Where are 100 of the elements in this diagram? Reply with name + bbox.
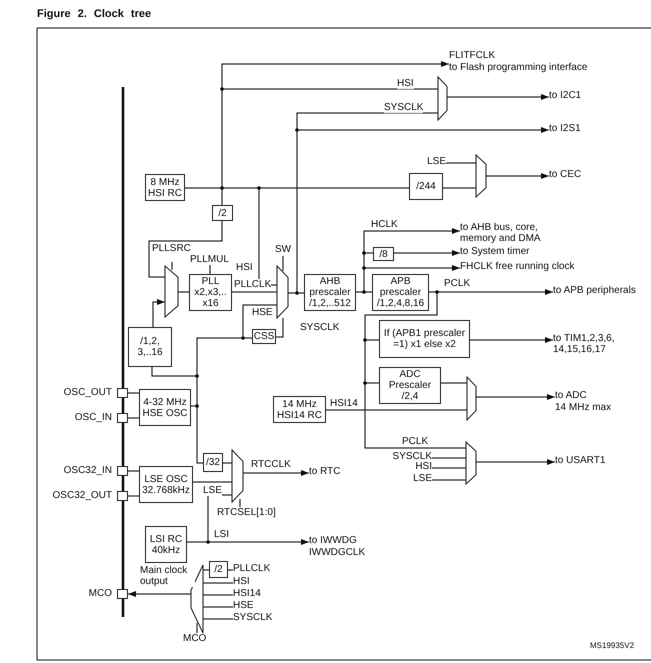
connector xyxy=(202,582,234,584)
signal-label: SYSCLK xyxy=(386,451,432,462)
box-label: PLL x2,x3,.. x16 xyxy=(193,276,228,309)
mux-symbol xyxy=(191,565,203,633)
signal-label: HSI xyxy=(236,262,253,273)
destination-label: to I2S1 xyxy=(549,123,609,134)
pin-square xyxy=(117,466,128,476)
connector xyxy=(202,606,234,608)
connector xyxy=(486,173,550,179)
pin-label: OSC32_IN xyxy=(62,465,112,476)
destination-label: to CEC xyxy=(549,169,609,180)
mux-symbol xyxy=(165,266,178,317)
signal-label: PLLCLK xyxy=(233,563,278,574)
destination-label: to ADC xyxy=(555,390,587,401)
control-label: PLLSRC xyxy=(152,243,192,254)
box-label: LSI RC 40kHz xyxy=(148,534,184,556)
pin-label: OSC32_OUT xyxy=(52,490,112,501)
signal-label: HSI xyxy=(397,78,414,89)
control-label: PLLMUL xyxy=(190,254,230,265)
connector xyxy=(184,188,278,286)
destination-label: FLITFCLK xyxy=(449,50,496,61)
box-label: CSS xyxy=(254,331,274,342)
multiplier-box xyxy=(379,320,470,358)
box-label: LSE OSC 32.768kHz xyxy=(141,474,191,496)
connector xyxy=(276,318,284,338)
connector xyxy=(152,366,198,406)
signal-label: HCLK xyxy=(371,219,398,230)
pin-label: OSC_OUT xyxy=(62,387,112,398)
pin-square xyxy=(117,589,128,599)
destination-label: to System timer xyxy=(460,246,610,257)
signal-label: LSE xyxy=(418,156,446,167)
connector xyxy=(222,462,232,464)
connector xyxy=(128,591,192,597)
mux-symbol xyxy=(438,77,447,120)
control-label: RTCSEL[1:0] xyxy=(217,507,277,518)
box-label: If (APB1 prescaler =1) x1 else x2 xyxy=(382,328,466,350)
box-label: 8 MHz HSI RC xyxy=(147,176,183,198)
box-label: /8 xyxy=(379,248,388,260)
signal-label: RTCCLK xyxy=(251,459,291,470)
signal-label: HSI xyxy=(233,576,263,587)
connector xyxy=(476,394,556,400)
signal-label: HSE xyxy=(252,307,273,318)
connector xyxy=(128,392,140,394)
destination-label: to IWWDG xyxy=(309,535,357,546)
mux-symbol xyxy=(277,266,288,318)
signal-label: SYSCLK xyxy=(233,612,278,623)
connector xyxy=(128,470,140,472)
connector xyxy=(394,250,460,256)
mux-symbol xyxy=(467,377,476,420)
figure-code: MS19935V2 xyxy=(590,640,634,651)
box-label: /2 xyxy=(218,208,227,218)
signal-label: LSE xyxy=(400,473,432,484)
destination-label: to RTC xyxy=(309,466,359,477)
connector xyxy=(148,220,222,278)
control-label: SW xyxy=(275,244,292,255)
connector xyxy=(476,459,556,465)
connector xyxy=(440,382,468,384)
signal-label: HSI xyxy=(400,461,432,472)
box-label: /32 xyxy=(206,457,220,468)
destination-label: FHCLK free running clock xyxy=(460,261,635,272)
signal-label: PLLCLK xyxy=(234,279,272,290)
connector xyxy=(446,94,550,100)
signal-label: HSE xyxy=(233,600,263,611)
box-label: ADC Prescaler /2,4 xyxy=(388,369,432,402)
box-label: /2 xyxy=(214,564,223,575)
connector xyxy=(202,594,234,596)
control-label: MCO xyxy=(183,633,208,644)
signal-label: SYSCLK xyxy=(300,322,340,333)
connector xyxy=(152,299,166,328)
signal-label: SYSCLK xyxy=(384,102,424,113)
mux-symbol xyxy=(232,450,243,502)
box-label: 4-32 MHz HSE OSC xyxy=(141,396,188,418)
pin-square xyxy=(117,413,128,423)
connector xyxy=(364,292,466,448)
signal-label: PCLK xyxy=(444,278,470,289)
destination-label: to TIM1,2,3,6, 14,15,16,17 xyxy=(553,333,633,355)
signal-label: HSI14 xyxy=(233,588,268,599)
destination-label: to Flash programming interface xyxy=(449,62,588,73)
connector xyxy=(202,618,234,620)
mux-symbol xyxy=(466,442,476,484)
mux-symbol xyxy=(476,155,486,197)
oscillator-box xyxy=(139,389,191,426)
signal-label: LSI xyxy=(214,529,230,540)
connector xyxy=(190,406,204,464)
destination-label: to APB peripherals xyxy=(553,285,648,296)
connector xyxy=(242,470,310,476)
pin-label: MCO xyxy=(88,588,112,599)
connector xyxy=(470,337,554,343)
destination-label: to USART1 xyxy=(555,455,635,466)
prescaler-box xyxy=(379,367,441,404)
destination-label: IWWDGCLK xyxy=(309,547,366,558)
box-label: /244 xyxy=(416,181,436,192)
destination-label: 14 MHz max xyxy=(555,402,612,413)
signal-label: HSI14 xyxy=(330,398,358,409)
box-label: 14 MHz HSI14 RC xyxy=(276,398,323,420)
pin-label: OSC_IN xyxy=(74,412,112,423)
connector xyxy=(446,162,476,164)
box-label: /1,2, 3,..16 xyxy=(136,336,164,358)
connector xyxy=(186,539,310,545)
signal-label: Main clock output xyxy=(140,565,195,587)
